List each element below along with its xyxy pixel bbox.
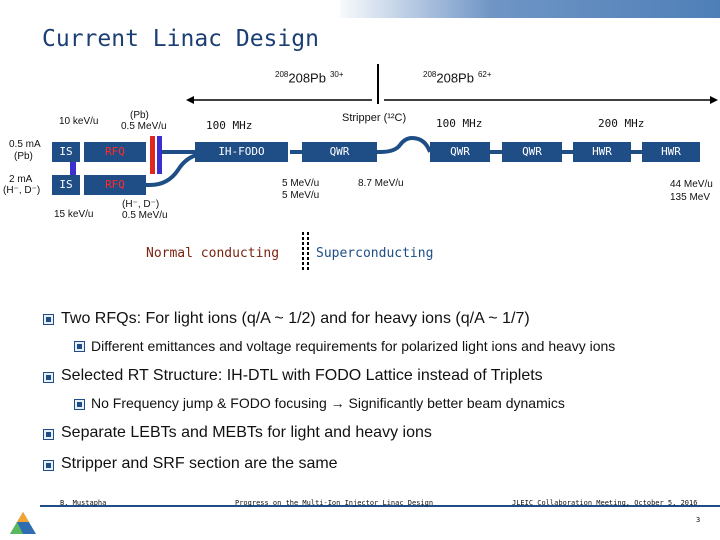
bullet-icon <box>42 428 55 441</box>
arrow-right-head <box>710 96 718 104</box>
freq-label-200mhz: 200 MHz <box>598 117 645 130</box>
ion-source-light: IS <box>52 175 80 195</box>
header-gradient-bar <box>340 0 720 18</box>
energy-label-15kev: 15 keV/u <box>54 209 94 220</box>
energy-label-44mev: 44 MeV/u <box>670 179 713 190</box>
bullet-icon <box>73 340 86 353</box>
sub-bullet-text: No Frequency jump & FODO focusing → Sign… <box>91 395 565 411</box>
page-number: 3 <box>696 516 701 524</box>
stripper-bend <box>290 135 432 154</box>
bullet-icon <box>42 313 55 326</box>
energy-label-5mev-b: 5 MeV/u <box>282 190 320 201</box>
qwr-section-3: QWR <box>502 142 562 162</box>
hwr-section-2: HWR <box>642 142 700 162</box>
source-blue-marker <box>70 153 76 183</box>
energy-label-135mev: 135 MeV <box>670 192 711 203</box>
bullet-icon <box>42 371 55 384</box>
energy-label-5mev-a: 5 MeV/u <box>282 178 320 189</box>
current-label-pb: (Pb) <box>14 151 33 162</box>
freq-label-100mhz-b: 100 MHz <box>436 117 483 130</box>
footer-rule <box>40 505 720 507</box>
bullet-text: Selected RT Structure: IH-DTL with FODO … <box>61 367 543 384</box>
qwr-section-2: QWR <box>430 142 490 162</box>
bullet-icon <box>73 398 86 411</box>
hwr-section-1: HWR <box>573 142 631 162</box>
superconducting-label: Superconducting <box>316 246 434 261</box>
chopper-blue-marker <box>157 136 162 174</box>
energy-label-pb: (Pb) <box>130 110 149 121</box>
ih-fodo-section: IH-FODO <box>195 142 288 162</box>
current-label-hd: (H⁻, D⁻) <box>3 185 41 196</box>
chopper-red-marker <box>150 136 155 174</box>
bullet-icon <box>42 459 55 472</box>
qwr-section-1: QWR <box>302 142 377 162</box>
bullet-text: Stripper and SRF section are the same <box>61 455 338 472</box>
energy-label-hd-05mev: 0.5 MeV/u <box>122 210 168 221</box>
current-label-2ma: 2 mA <box>9 174 33 185</box>
rfq-heavy: RFQ <box>84 142 146 162</box>
logo-icon <box>10 512 36 534</box>
energy-label-87mev: 8.7 MeV/u <box>358 178 404 189</box>
freq-label-100mhz-a: 100 MHz <box>206 119 253 132</box>
energy-label-05mev: 0.5 MeV/u <box>121 121 167 132</box>
bullet-text: Separate LEBTs and MEBTs for light and h… <box>61 424 432 441</box>
ion-source-heavy: IS <box>52 142 80 162</box>
footer-author: B. Mustapha <box>60 499 107 507</box>
rfq-light: RFQ <box>84 175 146 195</box>
light-ion-merge <box>149 152 201 187</box>
stripper-label: Stripper (¹²C) <box>342 112 407 124</box>
footer-meeting: JLEIC Collaboration Meeting, October 5, … <box>512 499 698 507</box>
bullet-text: Two RFQs: For light ions (q/A ~ 1/2) and… <box>61 310 530 327</box>
energy-label-hd: (H⁻, D⁻) <box>122 199 160 210</box>
page-title: Current Linac Design <box>42 26 319 52</box>
energy-label-10kev: 10 keV/u <box>59 116 99 127</box>
arrow-left-head <box>186 96 194 104</box>
current-label-05ma: 0.5 mA <box>9 139 41 150</box>
footer-talk-title: Progress on the Multi-Ion Injector Linac… <box>235 499 434 507</box>
sub-bullet-text: Different emittances and voltage require… <box>91 338 616 354</box>
normal-conducting-label: Normal conducting <box>146 246 280 261</box>
